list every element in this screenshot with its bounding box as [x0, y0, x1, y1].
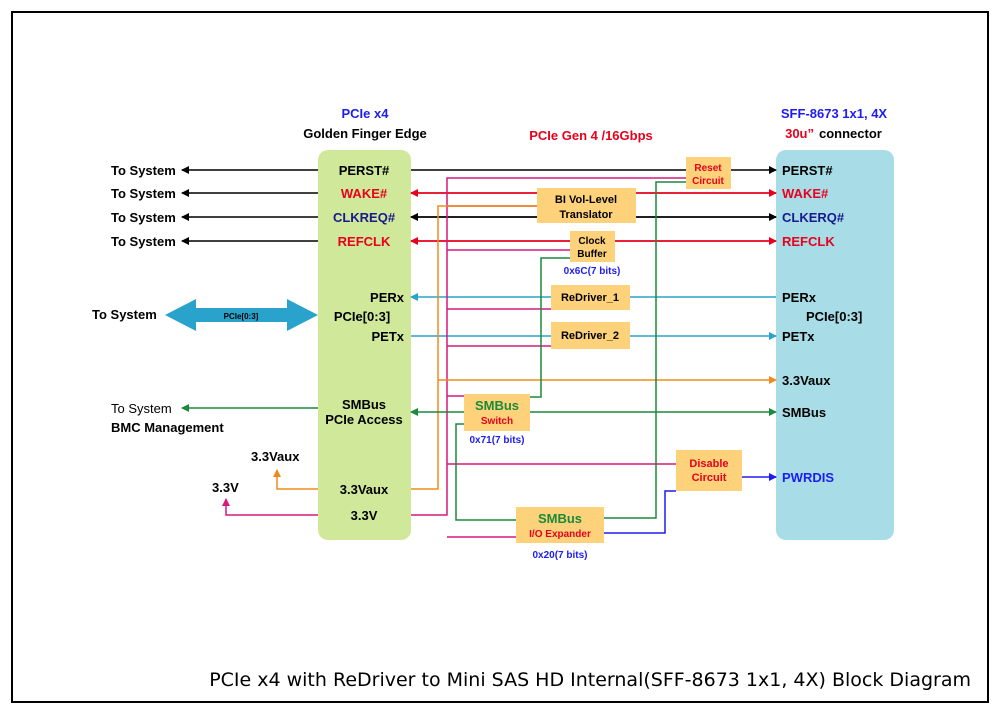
ioexp-addr: 0x20(7 bits)	[532, 550, 587, 561]
left-refclk: REFCLK	[338, 234, 391, 249]
left-vaux: 3.3Vaux	[340, 482, 389, 497]
blue-pwrdis-lines	[604, 473, 777, 534]
sys-label-smbus: To System	[111, 401, 172, 416]
ioexp-label-2: I/O Expander	[529, 529, 591, 540]
bi-vol-translator-chip	[537, 188, 636, 223]
right-refclk: REFCLK	[782, 234, 835, 249]
clock-addr: 0x6C(7 bits)	[564, 266, 621, 277]
sys-label-wake: To System	[111, 186, 176, 201]
left-v33: 3.3V	[351, 508, 378, 523]
left-pcie-access: PCIe Access	[325, 412, 403, 427]
sff-connector-block	[776, 150, 894, 540]
io-expander-chip	[516, 507, 604, 543]
smbus-switch-chip	[464, 394, 530, 431]
pcie-edge-block	[318, 150, 411, 540]
left-header-1: PCIe x4	[342, 106, 390, 121]
sys-label-vaux: 3.3Vaux	[251, 449, 300, 464]
left-smbus: SMBus	[342, 397, 386, 412]
sys-label-pcie: To System	[92, 307, 157, 322]
sys-label-refclk: To System	[111, 234, 176, 249]
left-petx: PETx	[371, 329, 404, 344]
disable-label-1: Disable	[689, 458, 728, 470]
right-wake: WAKE#	[782, 186, 829, 201]
smbsw-label-2: Switch	[481, 416, 513, 427]
smbsw-label-1: SMBus	[475, 398, 519, 413]
sys-label-perst: To System	[111, 163, 176, 178]
right-perst: PERST#	[782, 163, 833, 178]
clock-buffer-chip	[570, 231, 615, 262]
left-perst: PERST#	[339, 163, 390, 178]
green-smbus-lines	[410, 181, 777, 521]
sys-label-clkreq: To System	[111, 210, 176, 225]
smbsw-addr: 0x71(7 bits)	[469, 435, 524, 446]
right-header-2a: 30u”	[785, 126, 814, 141]
right-perx: PERx	[782, 290, 817, 305]
center-label: PCIe Gen 4 /16Gbps	[529, 128, 653, 143]
bivol-label-2: Translator	[559, 209, 613, 221]
right-clkreq: CLKERQ#	[782, 210, 845, 225]
left-clkreq: CLKREQ#	[333, 210, 396, 225]
right-vaux: 3.3Vaux	[782, 373, 831, 388]
pcie-bus-arrow	[165, 299, 318, 331]
pink-supply-lines	[411, 177, 686, 538]
right-smbus: SMBus	[782, 405, 826, 420]
right-pwrdis: PWRDIS	[782, 470, 834, 485]
left-wake: WAKE#	[341, 186, 388, 201]
reset-label-1: Reset	[694, 163, 722, 174]
diagram-title: PCIe x4 with ReDriver to Mini SAS HD Int…	[209, 669, 971, 691]
left-pcie: PCIe[0:3]	[334, 309, 390, 324]
orange-vaux-lines	[411, 205, 777, 490]
reset-circuit-chip	[686, 157, 731, 189]
right-pcie: PCIe[0:3]	[806, 309, 862, 324]
clock-label-1: Clock	[578, 236, 606, 247]
pcie-arrow-label: PCIe[0:3]	[224, 312, 259, 321]
disable-circuit-chip	[676, 450, 742, 491]
bivol-label-1: BI Vol-Level	[555, 194, 617, 206]
left-system-lines	[181, 166, 318, 516]
redriver-2-chip	[551, 322, 630, 349]
right-petx: PETx	[782, 329, 815, 344]
right-header-2b: connector	[819, 126, 882, 141]
sys-label-bmc: BMC Management	[111, 420, 224, 435]
clock-label-2: Buffer	[577, 249, 607, 260]
sys-label-v33: 3.3V	[212, 480, 239, 495]
chip-boxes	[464, 157, 742, 543]
reset-label-2: Circuit	[692, 176, 724, 187]
outer-frame	[11, 11, 989, 703]
left-header-2: Golden Finger Edge	[303, 126, 427, 141]
redriver-2-label: ReDriver_2	[561, 330, 619, 342]
left-perx: PERx	[370, 290, 405, 305]
disable-label-2: Circuit	[692, 472, 727, 484]
redriver-1-chip	[551, 285, 630, 310]
ioexp-label-1: SMBus	[538, 511, 582, 526]
redriver-1-label: ReDriver_1	[561, 292, 619, 304]
right-header-1: SFF-8673 1x1, 4X	[781, 106, 888, 121]
